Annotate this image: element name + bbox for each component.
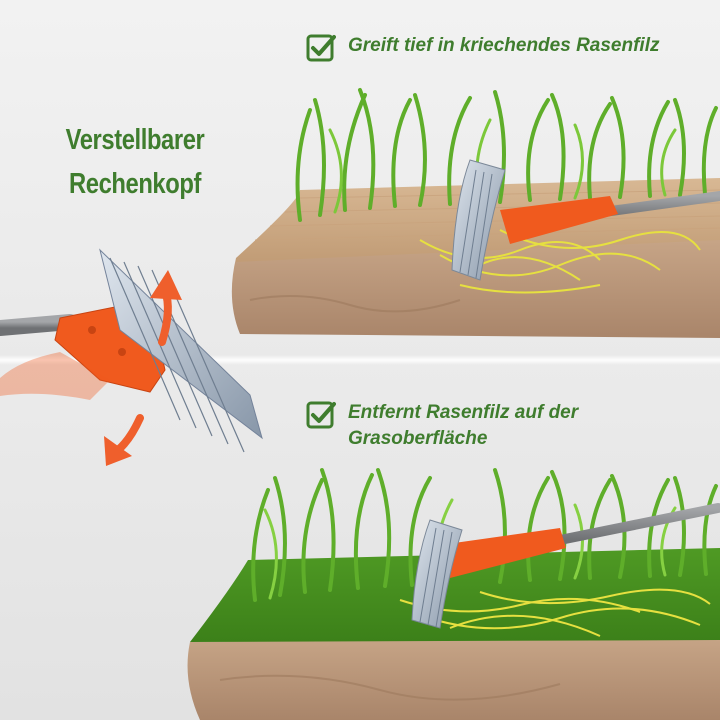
heading-line-1: Verstellbarer — [65, 124, 205, 156]
heading-line-2: Rechenkopf — [68, 168, 201, 200]
feature-1-text: Greift tief in kriechendes Rasenfilz — [348, 35, 660, 56]
adjust-arrow-down-icon — [104, 414, 144, 466]
feature-1: Greift tief in kriechendes Rasenfilz — [306, 33, 659, 63]
adjust-arrow-up-icon — [150, 270, 182, 346]
adjustable-rake-head-heading: Verstellbarer Rechenkopf — [57, 118, 213, 206]
rake-bottom — [411, 503, 720, 629]
panel-divider — [0, 355, 720, 365]
rake-head-closeup — [0, 248, 263, 453]
feature-2-text: Entfernt Rasenfilz auf der Grasoberfläch… — [348, 402, 579, 449]
soil-block-bottom — [187, 548, 720, 720]
check-icon — [306, 401, 336, 429]
feature-2: Entfernt Rasenfilz auf der Grasoberfläch… — [306, 400, 666, 452]
grass-bottom — [251, 468, 718, 602]
rake-top — [451, 159, 720, 281]
check-icon — [306, 34, 336, 62]
grass-top — [295, 88, 718, 222]
